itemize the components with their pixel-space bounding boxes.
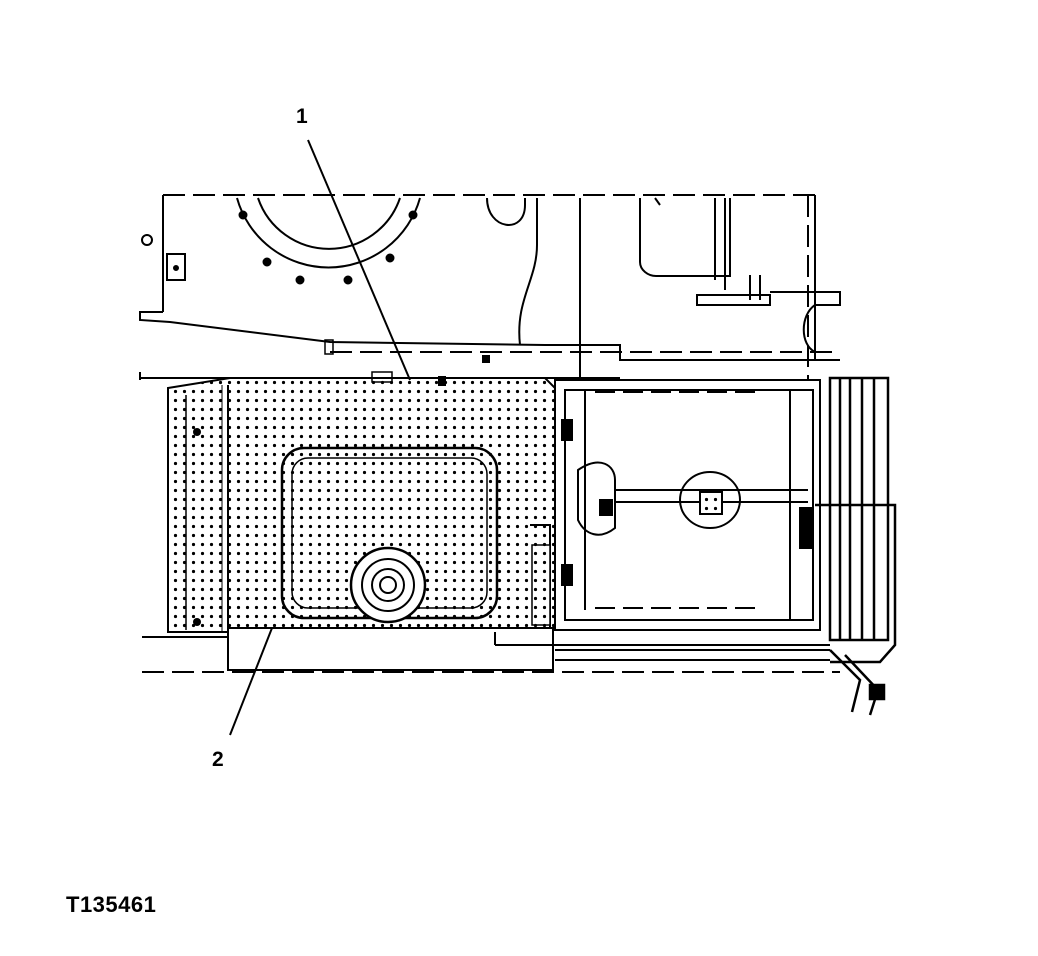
side-compartment: [554, 379, 821, 631]
callout-2: 2: [212, 748, 224, 771]
fuel-tank: [167, 339, 556, 633]
upper-frame: [139, 194, 841, 380]
tank-base: [227, 627, 830, 671]
figure-id: T135461: [66, 892, 157, 917]
leader-lines: [229, 139, 411, 736]
callout-1: 1: [296, 105, 308, 128]
battery-stack: [815, 376, 897, 716]
